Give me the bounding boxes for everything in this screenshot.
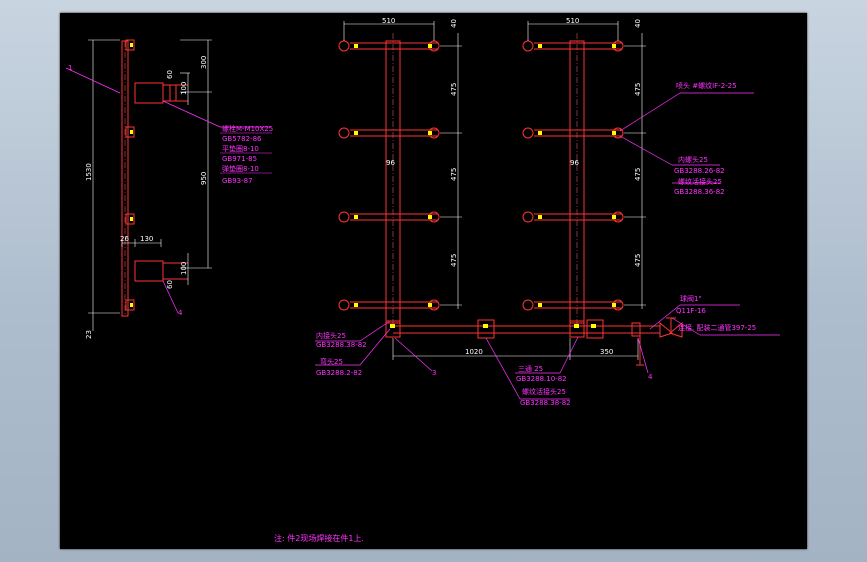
manifold-a: 510 40 475 475 475 96: [338, 17, 462, 328]
dim-130: 130: [140, 235, 153, 243]
manifold-a-spacing-1: 475: [450, 83, 458, 96]
label-valve-std: Q11F-16: [676, 307, 706, 315]
spec-line-4: GB971-85: [222, 155, 257, 163]
manifold-b-dims: [527, 21, 646, 309]
dim-23: 23: [85, 330, 93, 339]
label-valve: 球阀1": [680, 294, 702, 303]
label-elbow1-std: GB3288.26-82: [674, 167, 725, 175]
manifold-leaders: [315, 92, 780, 400]
header-pipe: 1020 350: [385, 317, 683, 366]
manifold-b-branches: [534, 42, 622, 309]
label-left-b: 弯头25: [320, 357, 343, 366]
manifold-b-pipe-label: 96: [570, 159, 579, 167]
callout-4: 4: [648, 373, 653, 381]
left-leaders: [65, 67, 270, 314]
dim-300: 300: [200, 56, 208, 69]
left-side-view: 1 4 1530 300 60 100 950 100 60 23 26 130…: [65, 39, 273, 339]
label-tee-std: GB3288.10-82: [516, 375, 567, 383]
spec-line-5: 弹垫圈8-10: [222, 164, 259, 173]
spec-line-3: 平垫圈8-10: [222, 144, 259, 153]
manifold-a-dims: [343, 21, 462, 309]
dim-60-top: 60: [166, 70, 174, 79]
manifold-a-pipe-label: 96: [386, 159, 395, 167]
label-left-a-std: GB3288.38-82: [316, 341, 367, 349]
ball-valve: [636, 317, 683, 366]
manifold-b-spacing-2: 475: [634, 168, 642, 181]
left-nozzles: [125, 39, 135, 311]
manifold-a-spacing-2: 475: [450, 168, 458, 181]
left-bracket-top: [134, 82, 188, 104]
callout-3: 3: [432, 369, 436, 377]
cad-drawing: 1 4 1530 300 60 100 950 100 60 23 26 130…: [65, 17, 780, 543]
manifold-a-width: 510: [382, 17, 395, 25]
dim-100-top: 100: [180, 82, 188, 95]
label-left-a: 内接头25: [316, 331, 346, 340]
manifold-labels: 喷头 #螺纹IF-2-25 内螺头25 GB3288.26-82 螺纹活接头25…: [316, 81, 756, 407]
dim-100-bottom: 100: [180, 262, 188, 275]
header-fitting-marks: [390, 324, 596, 328]
left-callout-1: 1: [68, 64, 72, 72]
spec-line-6: GB93-87: [222, 177, 253, 185]
manifold-a-nozzle-marks: [354, 44, 432, 307]
dim-350: 350: [600, 348, 613, 356]
dim-1020: 1020: [465, 348, 483, 356]
header-dims: [392, 338, 639, 360]
manifold-a-nozzles: [338, 40, 440, 311]
left-nozzle-tips: [130, 43, 133, 307]
dim-950: 950: [200, 172, 208, 185]
dim-1530: 1530: [85, 163, 93, 181]
manifold-a-spacing-3: 475: [450, 254, 458, 267]
label-conn: 连接. 配装二通管397-25: [678, 323, 756, 332]
manifold-b-nozzle-marks: [538, 44, 616, 307]
manifold-b-top-40: 40: [634, 19, 642, 28]
manifold-a-branches: [350, 42, 438, 309]
manifold-b-spacing-1: 475: [634, 83, 642, 96]
left-bracket-bottom: [134, 260, 188, 282]
drawing-canvas: 1 4 1530 300 60 100 950 100 60 23 26 130…: [60, 13, 807, 549]
manifold-b: 510 40 475 475 475 96: [522, 17, 646, 328]
label-nozzle: 喷头 #螺纹IF-2-25: [676, 81, 737, 90]
label-elbow1: 内螺头25: [678, 155, 708, 164]
header-fittings: [385, 319, 641, 339]
left-spec-block: 螺栓M-M10X25 GB5782-86 平垫圈8-10 GB971-85 弹垫…: [220, 124, 273, 185]
drawing-note: 注: 件2现场焊接在件1上.: [274, 533, 364, 543]
manifold-a-top-40: 40: [450, 19, 458, 28]
spec-line-2: GB5782-86: [222, 135, 262, 143]
label-left-b-std: GB3288.2-82: [316, 369, 362, 377]
dim-60-bottom: 60: [166, 280, 174, 289]
manifold-b-width: 510: [566, 17, 579, 25]
label-elbow2: 螺纹活接头25: [678, 177, 722, 186]
dim-26: 26: [120, 235, 129, 243]
label-union-std: GB3288.38-82: [520, 399, 571, 407]
spec-line-1: 螺栓M-M10X25: [222, 124, 273, 133]
label-tee: 三通 25: [518, 364, 543, 373]
label-union: 螺纹活接头25: [522, 387, 566, 396]
manifold-b-nozzles: [522, 40, 624, 311]
left-callout-4: 4: [178, 309, 183, 317]
left-dim-lines: [88, 39, 212, 331]
manifold-b-spacing-3: 475: [634, 254, 642, 267]
label-elbow2-std: GB3288.36-82: [674, 188, 725, 196]
